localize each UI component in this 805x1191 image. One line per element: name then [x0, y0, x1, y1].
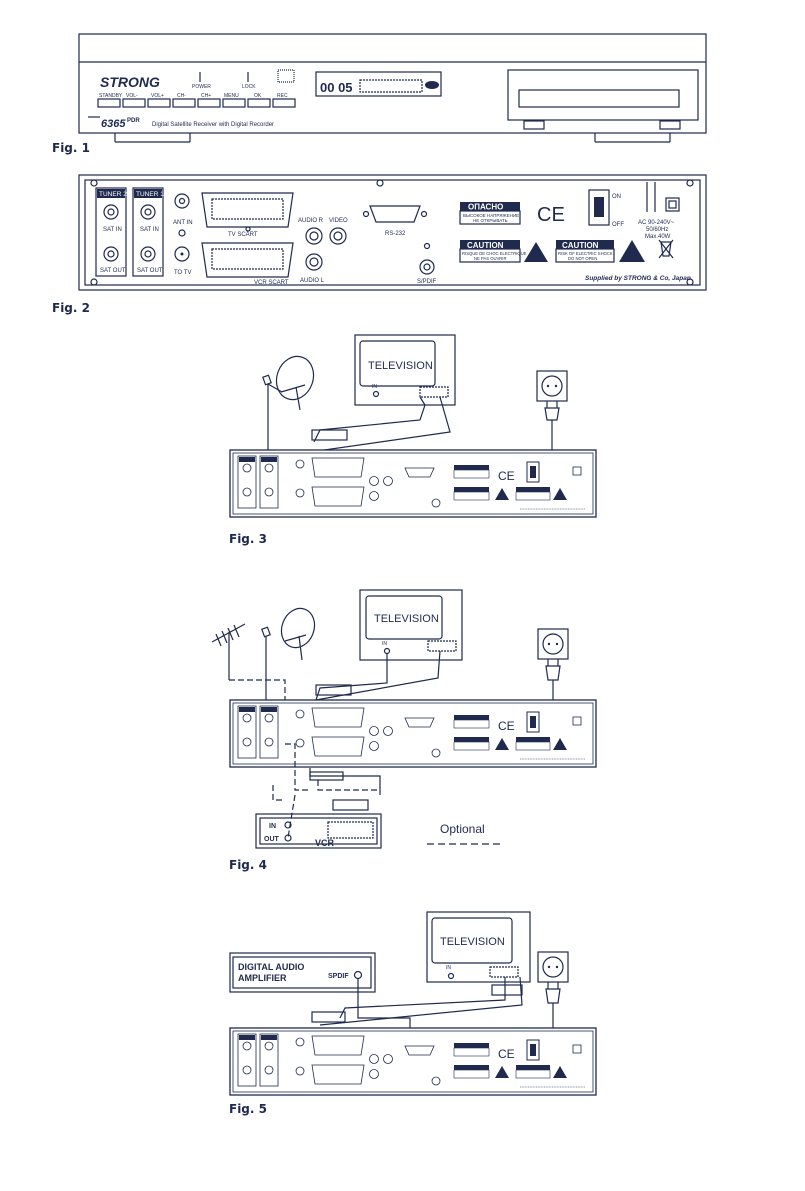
ch-plus-label: CH+ [201, 93, 211, 99]
exclamation-warning-icon [619, 240, 645, 262]
model-suffix: PDR [127, 118, 140, 124]
supplied-by-text: Supplied by STRONG & Co, Japan [585, 275, 691, 282]
vol-plus-button[interactable] [147, 98, 171, 108]
fig2-caption: Fig. 2 [52, 301, 90, 315]
caution-text-1a: RISQUE DE CHOC ELECTRIQUE [462, 251, 527, 256]
ok-label: OK [254, 93, 262, 99]
model-number: 6365 [101, 118, 126, 130]
ac-line3: Max.40W [645, 234, 671, 240]
ch-minus-button[interactable] [172, 98, 196, 108]
fig4-television-label: TELEVISION [374, 613, 439, 625]
video-label: VIDEO [329, 218, 348, 224]
caution-text-1b: NE PAS OUVRIR [474, 256, 507, 261]
ac-line1: AC 90-240V~ [638, 220, 675, 226]
fig3-satellite-dish-icon [262, 355, 315, 455]
amp-line2: AMPLIFIER [238, 973, 287, 983]
fig4-terrestrial-antenna-icon [211, 623, 246, 680]
brand-logo: STRONG [100, 74, 160, 90]
ok-button[interactable] [247, 98, 271, 108]
front-display-value: 00 05 [320, 80, 353, 95]
fig3-diagram: TELEVISION IN [229, 334, 597, 518]
fig5-diagram: TELEVISION IN DIGITAL AUDIO AMPLIFIER SP… [229, 911, 597, 1096]
optional-legend-label: Optional [440, 822, 485, 836]
vol-minus-label: VOL- [126, 93, 138, 99]
fig4-wall-socket-icon [537, 628, 569, 660]
lock-led-label: LOCK [242, 84, 256, 90]
sat-out-label-t1: SAT OUT [137, 268, 163, 274]
vcr-out-label: OUT [264, 836, 280, 843]
vcr-in-label: IN [269, 823, 276, 830]
front-buttons: STANDBY VOL- VOL+ CH- CH+ MENU OK REC [97, 93, 296, 108]
spdif-label: S/PDIF [417, 279, 437, 285]
ac-line2: 50/60Hz [646, 227, 668, 233]
vol-plus-label: VOL+ [151, 93, 164, 99]
digital-audio-amplifier: DIGITAL AUDIO AMPLIFIER SPDIF [229, 952, 376, 993]
weee-bin-icon [658, 239, 674, 259]
front-panel: STRONG POWER LOCK 00 05 STANDBY VOL- VOL… [78, 33, 707, 143]
ch-plus-button[interactable] [197, 98, 221, 108]
standby-button-label: STANDBY [99, 93, 123, 99]
fig5-tv-in-label: IN [446, 965, 451, 971]
sat-in-label-t2: SAT IN [103, 227, 122, 233]
rear-panel: TUNER 2 TUNER 1 SAT IN SAT IN SAT OUT SA… [78, 174, 707, 291]
fig3-caption: Fig. 3 [229, 532, 267, 546]
caution-text-2a: RISK OF ELECTRIC SHOCK [558, 251, 613, 256]
vcr-label: VCR [315, 838, 335, 848]
standby-button[interactable] [97, 98, 121, 108]
amp-line1: DIGITAL AUDIO [238, 962, 304, 972]
menu-label: MENU [224, 93, 239, 99]
vol-minus-button[interactable] [122, 98, 146, 108]
fig5-wall-socket-icon [537, 951, 569, 983]
ch-minus-label: CH- [177, 93, 186, 99]
caution-title-2: CAUTION [562, 241, 599, 250]
front-subtitle: Digital Satellite Receiver with Digital … [152, 122, 274, 128]
lightning-warning-icon [524, 242, 548, 262]
off-label: OFF [612, 222, 624, 228]
menu-button[interactable] [222, 98, 246, 108]
fig1-caption: Fig. 1 [52, 141, 90, 155]
sat-out-label-t2: SAT OUT [100, 268, 126, 274]
opasno-title: ОПАСНО [468, 203, 503, 212]
amp-spdif-label: SPDIF [328, 973, 349, 980]
fig4-diagram: TELEVISION IN [211, 589, 597, 849]
ce-mark: CE [537, 204, 565, 226]
tuner1-label: TUNER 1 [136, 191, 164, 198]
audio-r-label: AUDIO R [298, 218, 324, 224]
tv-scart-label: TV SCART [228, 232, 258, 238]
rec-label: REC [277, 93, 288, 99]
power-led-label: POWER [192, 84, 211, 90]
tuner2-label: TUNER 2 [99, 191, 127, 198]
fig5-television-label: TELEVISION [440, 936, 505, 948]
vcr-scart-label: VCR SCART [254, 280, 289, 286]
opasno-text-1: ВЫСОКОЕ НАПРЯЖЕНИЕ [463, 213, 519, 218]
opasno-text-2: НЕ ОТКРЫВАТЬ [473, 218, 508, 223]
on-label: ON [612, 194, 621, 200]
fig3-television-label: TELEVISION [368, 360, 433, 372]
audio-l-label: AUDIO L [300, 278, 325, 284]
rec-button[interactable] [272, 98, 296, 108]
vcr-device: IN OUT VCR [255, 813, 382, 849]
to-tv-label: TO TV [174, 270, 191, 276]
fig4-caption: Fig. 4 [229, 858, 267, 872]
fig3-wall-socket-icon [536, 370, 568, 402]
fig5-caption: Fig. 5 [229, 1102, 267, 1116]
fig4-tv-in-label: IN [382, 641, 387, 647]
sat-in-label-t1: SAT IN [140, 227, 159, 233]
rs232-label: RS-232 [385, 231, 406, 237]
fig3-tv-in-label: IN [372, 384, 377, 390]
caution-title-1: CAUTION [467, 241, 504, 250]
fig4-satellite-dish-icon [261, 607, 316, 703]
caution-text-2b: DO NOT OPEN [568, 256, 597, 261]
ant-in-label: ANT IN [173, 220, 193, 226]
